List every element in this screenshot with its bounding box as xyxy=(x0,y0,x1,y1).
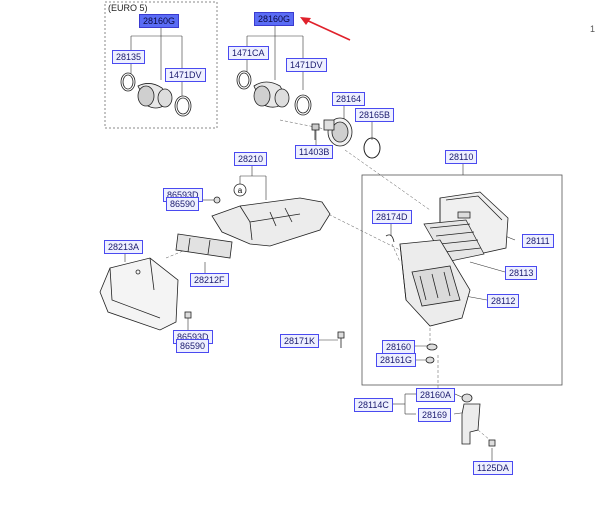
mount-bracket xyxy=(461,403,481,445)
part-label-1471CA[interactable]: 1471CA xyxy=(228,46,269,60)
part-label-28212F[interactable]: 28212F xyxy=(190,273,229,287)
bolt-28171k-icon xyxy=(337,331,345,348)
part-label-28112[interactable]: 28112 xyxy=(487,294,520,308)
grommet-icon xyxy=(425,343,438,364)
air-flow-sensor xyxy=(323,117,353,147)
part-label-28169[interactable]: 28169 xyxy=(418,408,452,422)
part-label-28160A[interactable]: 28160A xyxy=(416,388,456,402)
bolt-icon xyxy=(311,123,320,140)
duct-plate xyxy=(175,233,233,259)
red-arrow-icon xyxy=(300,17,351,41)
clip-icon xyxy=(213,196,221,204)
air-cleaner-box xyxy=(361,174,563,386)
o-ring xyxy=(363,137,381,159)
engine-cover xyxy=(99,257,179,331)
euro-hose-clamp-left xyxy=(120,72,136,92)
euro5-box xyxy=(104,1,218,129)
part-label-28165B[interactable]: 28165B xyxy=(355,108,395,122)
leader-lines xyxy=(124,24,516,462)
bottom-clip-icon xyxy=(184,311,192,319)
part-label-28160G-euro[interactable]: 28160G xyxy=(139,14,180,28)
part-label-28164[interactable]: 28164 xyxy=(332,92,366,106)
page-number: 1 xyxy=(590,24,596,34)
clip-hook-icon xyxy=(385,234,395,243)
part-label-28160[interactable]: 28160 xyxy=(382,340,416,354)
part-label-28161G[interactable]: 28161G xyxy=(376,353,417,367)
part-label-28111[interactable]: 28111 xyxy=(522,234,554,248)
euro-hose xyxy=(137,83,173,109)
euro5-title: (EURO 5) xyxy=(108,3,148,13)
part-label-28113[interactable]: 28113 xyxy=(505,266,538,280)
part-label-28110[interactable]: 28110 xyxy=(445,150,478,164)
air-duct xyxy=(211,197,331,247)
part-label-1125DA[interactable]: 1125DA xyxy=(473,461,513,475)
part-label-28213A[interactable]: 28213A xyxy=(104,240,144,254)
bolt-1125da-icon xyxy=(488,439,496,447)
part-label-28174D[interactable]: 28174D xyxy=(372,210,412,224)
hose-clamp-left xyxy=(236,70,252,90)
part-label-28210[interactable]: 28210 xyxy=(234,152,268,166)
svg-text:a: a xyxy=(238,186,243,195)
part-label-28135[interactable]: 28135 xyxy=(112,50,146,64)
reference-marker: a xyxy=(233,183,247,197)
air-cleaner-body xyxy=(399,239,471,327)
part-label-28114C[interactable]: 28114C xyxy=(354,398,393,412)
hose-clamp-right xyxy=(294,94,312,116)
intake-hose xyxy=(253,81,290,108)
part-label-86590-top[interactable]: 86590 xyxy=(166,197,200,211)
part-label-86590-bottom[interactable]: 86590 xyxy=(176,339,210,353)
part-label-1471DV-main[interactable]: 1471DV xyxy=(286,58,327,72)
air-filter xyxy=(423,219,485,263)
assembly-guides xyxy=(165,119,491,441)
grommet-28160a-icon xyxy=(461,393,473,403)
part-label-28171K[interactable]: 28171K xyxy=(280,334,320,348)
part-label-28160G-main[interactable]: 28160G xyxy=(254,12,295,26)
part-label-11403B[interactable]: 11403B xyxy=(295,145,334,159)
part-label-1471DV-euro[interactable]: 1471DV xyxy=(165,68,206,82)
euro-hose-clamp-right xyxy=(174,95,192,117)
